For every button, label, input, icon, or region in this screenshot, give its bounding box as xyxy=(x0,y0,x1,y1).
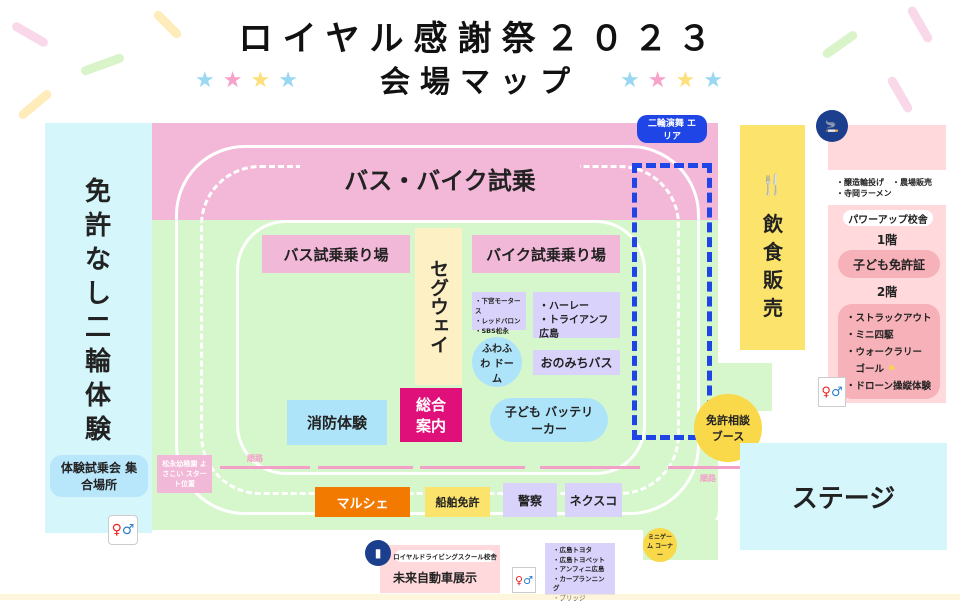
demo-area-boundary xyxy=(632,163,712,440)
floor-2-activities: ・ストラックアウト・ミニ四駆・ウォークラリー ゴール ⚑・ドローン操縦体験 xyxy=(838,304,940,399)
food-area xyxy=(740,125,805,350)
information-desk[interactable]: 総合 案内 xyxy=(400,388,462,442)
future-car-title: 未来自動車展示 xyxy=(392,570,477,585)
kids-battery-car[interactable]: 子ども バッテリーカー xyxy=(490,398,608,442)
segway-area[interactable]: セグウェイ xyxy=(415,228,462,385)
unlicensed-bike-title: 免許なし二輪体験 xyxy=(84,177,111,445)
route-arrow xyxy=(220,466,310,469)
route-label: 順路 xyxy=(700,474,716,483)
dealers-list-1: ・下宮モータース・レッドバロン・SBS松永 xyxy=(472,292,526,335)
marche[interactable]: マルシェ xyxy=(315,487,410,517)
yosakoi-start: 松永幼稚園 よさこい スタート位置 xyxy=(157,455,212,493)
restroom-icon: ♀♂ xyxy=(512,567,536,593)
title-line2: 会場マップ xyxy=(380,65,580,100)
restroom-icon: ♀♂ xyxy=(818,377,846,407)
stage[interactable]: ステージ xyxy=(740,443,947,550)
bike-stop[interactable]: バイク試乗乗り場 xyxy=(472,235,620,273)
track-title: バス・バイク試乗 xyxy=(300,162,580,195)
demo-area-label: 二輪演舞 エリア xyxy=(637,115,707,143)
stars-right-icon: ★★★★ xyxy=(620,68,731,93)
bouncy-dome[interactable]: ふわふわ ドーム xyxy=(472,337,522,387)
meeting-point[interactable]: 体験試乗会 集合場所 xyxy=(50,455,148,497)
police[interactable]: 警察 xyxy=(503,483,557,517)
building-icon: ▮ xyxy=(365,540,391,566)
floor-2-label: 2階 xyxy=(876,284,898,299)
flag-icon: ⚑ xyxy=(884,364,896,375)
car-makers-list: ・広島トヨタ・広島トヨペット・アンフィニ広島・カープランニング・ブリッジ xyxy=(545,543,615,602)
cutlery-icon: 🍴 xyxy=(759,172,785,196)
stars-left-icon: ★★★★ xyxy=(195,68,306,93)
floor-1-label: 1階 xyxy=(876,232,898,247)
restroom-icon: ♀♂ xyxy=(108,515,138,545)
kids-license[interactable]: 子ども免許証 xyxy=(838,250,940,278)
smoking-icon: 🚬 xyxy=(816,110,848,142)
onomichi-bus[interactable]: おのみちバス xyxy=(533,350,620,375)
boat-license[interactable]: 船舶免許 xyxy=(425,487,490,517)
driving-school-label: ロイヤルドライビングスクール校舎 xyxy=(393,550,497,562)
title-line1: ロイヤル感謝祭２０２３ xyxy=(238,18,722,59)
smoking-area xyxy=(828,125,946,170)
route-label: 順路 xyxy=(247,454,263,463)
food-items: ・醸造輪投げ ・農場販売・寺岡ラーメン xyxy=(836,178,932,198)
food-title: 飲食販売 xyxy=(763,212,783,320)
fire-experience[interactable]: 消防体験 xyxy=(287,400,387,445)
building-title: パワーアップ校舎 xyxy=(843,210,933,226)
bus-stop[interactable]: バス試乗乗り場 xyxy=(262,235,410,273)
nexco[interactable]: ネクスコ xyxy=(565,483,622,517)
minigame-corner[interactable]: ミニゲーム コーナー xyxy=(643,528,677,562)
dealers-list-2: ・ハーレー・トライアンフ広島 xyxy=(533,292,620,340)
